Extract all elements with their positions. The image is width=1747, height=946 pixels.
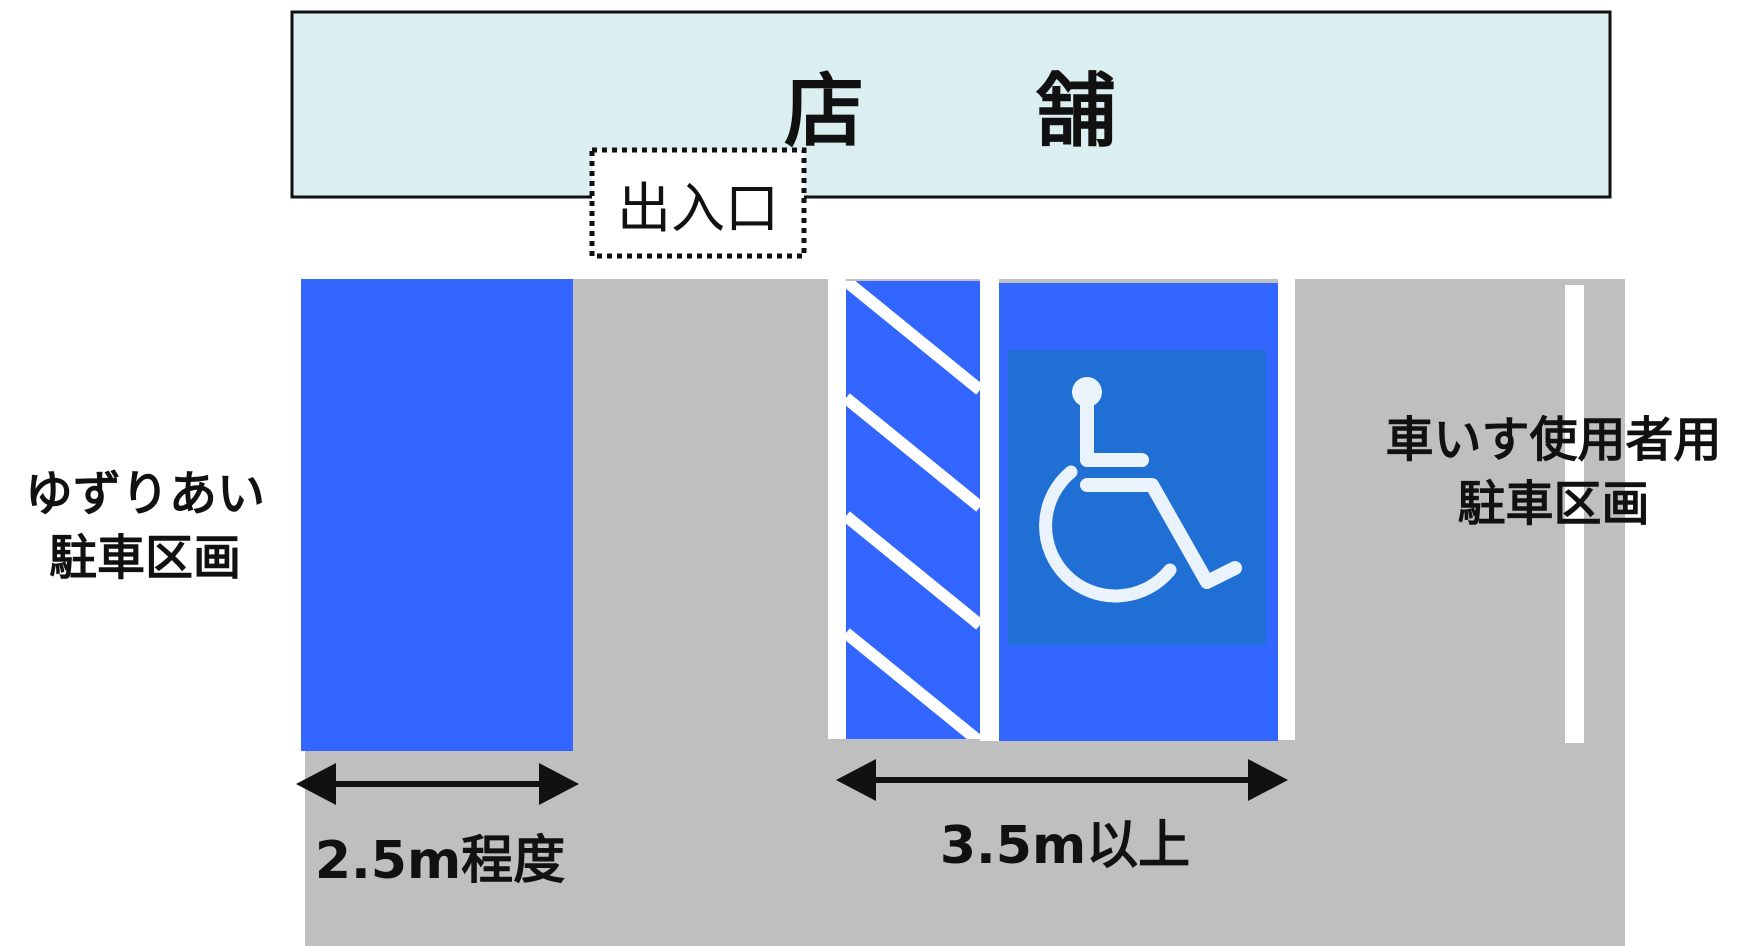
boundary-line: [980, 279, 999, 741]
wheelchair-icon: [1008, 350, 1266, 645]
width-arrow-left: [296, 763, 579, 805]
entrance-label: 出入口: [617, 176, 779, 240]
wheelchair-space-label-line2: 駐車区画: [1457, 476, 1650, 532]
wheelchair-space-width-label: 3.5m以上: [939, 816, 1191, 876]
wheelchair-space-label-line1: 車いす使用者用: [1385, 412, 1722, 468]
boundary-line: [828, 279, 846, 739]
entrance-box: [589, 147, 807, 259]
store-title-right: 舗: [1036, 64, 1118, 158]
wheelchair-space-label: 車いす使用者用 駐車区画: [1360, 408, 1747, 536]
boundary-line: [1278, 279, 1295, 740]
courtesy-space-label-line2: 駐車区画: [48, 530, 241, 586]
courtesy-space-label: ゆずりあい 駐車区画: [0, 462, 290, 590]
access-aisle: [846, 281, 980, 739]
boundary-line: [1565, 285, 1584, 743]
store-building: [290, 10, 1612, 199]
store-title: 店 舗: [292, 12, 1610, 197]
courtesy-parking-space: [301, 279, 573, 751]
courtesy-space-label-line1: ゆずりあい: [24, 466, 265, 522]
width-arrow-right: [836, 759, 1288, 801]
courtesy-space-width-label: 2.5m程度: [314, 831, 566, 891]
store-title-left: 店: [784, 64, 866, 158]
